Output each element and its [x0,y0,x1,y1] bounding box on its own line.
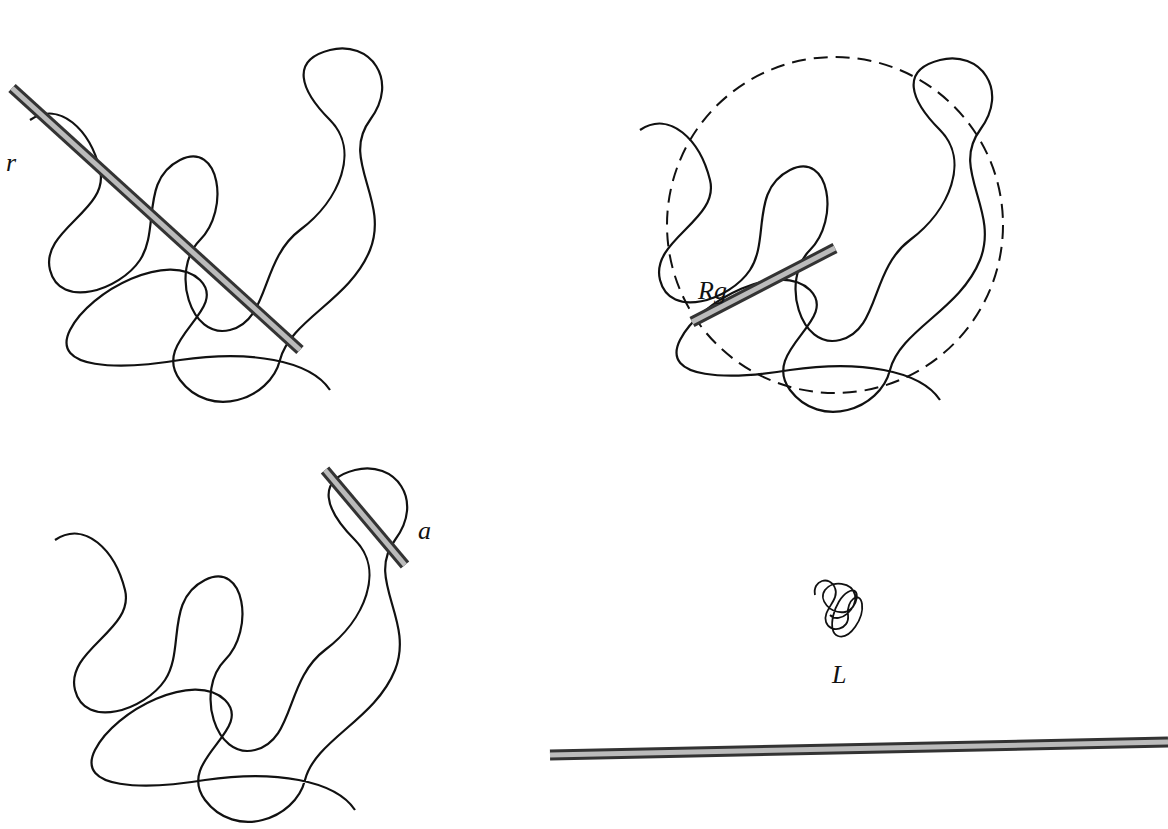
gyration-label: Rg [698,278,727,304]
measure-rod [692,248,835,322]
tangled-coil [815,581,863,637]
measure-rod [550,742,1168,755]
contour-label: L [832,662,846,688]
measure-rod [12,88,300,350]
measure-rod [325,470,405,565]
polymer-chain [30,48,382,401]
segment-label: a [418,518,431,544]
polymer-chain [640,58,992,411]
polymer-chain [55,468,407,821]
gyration-circle [667,57,1003,393]
end-to-end-label: r [6,150,16,176]
